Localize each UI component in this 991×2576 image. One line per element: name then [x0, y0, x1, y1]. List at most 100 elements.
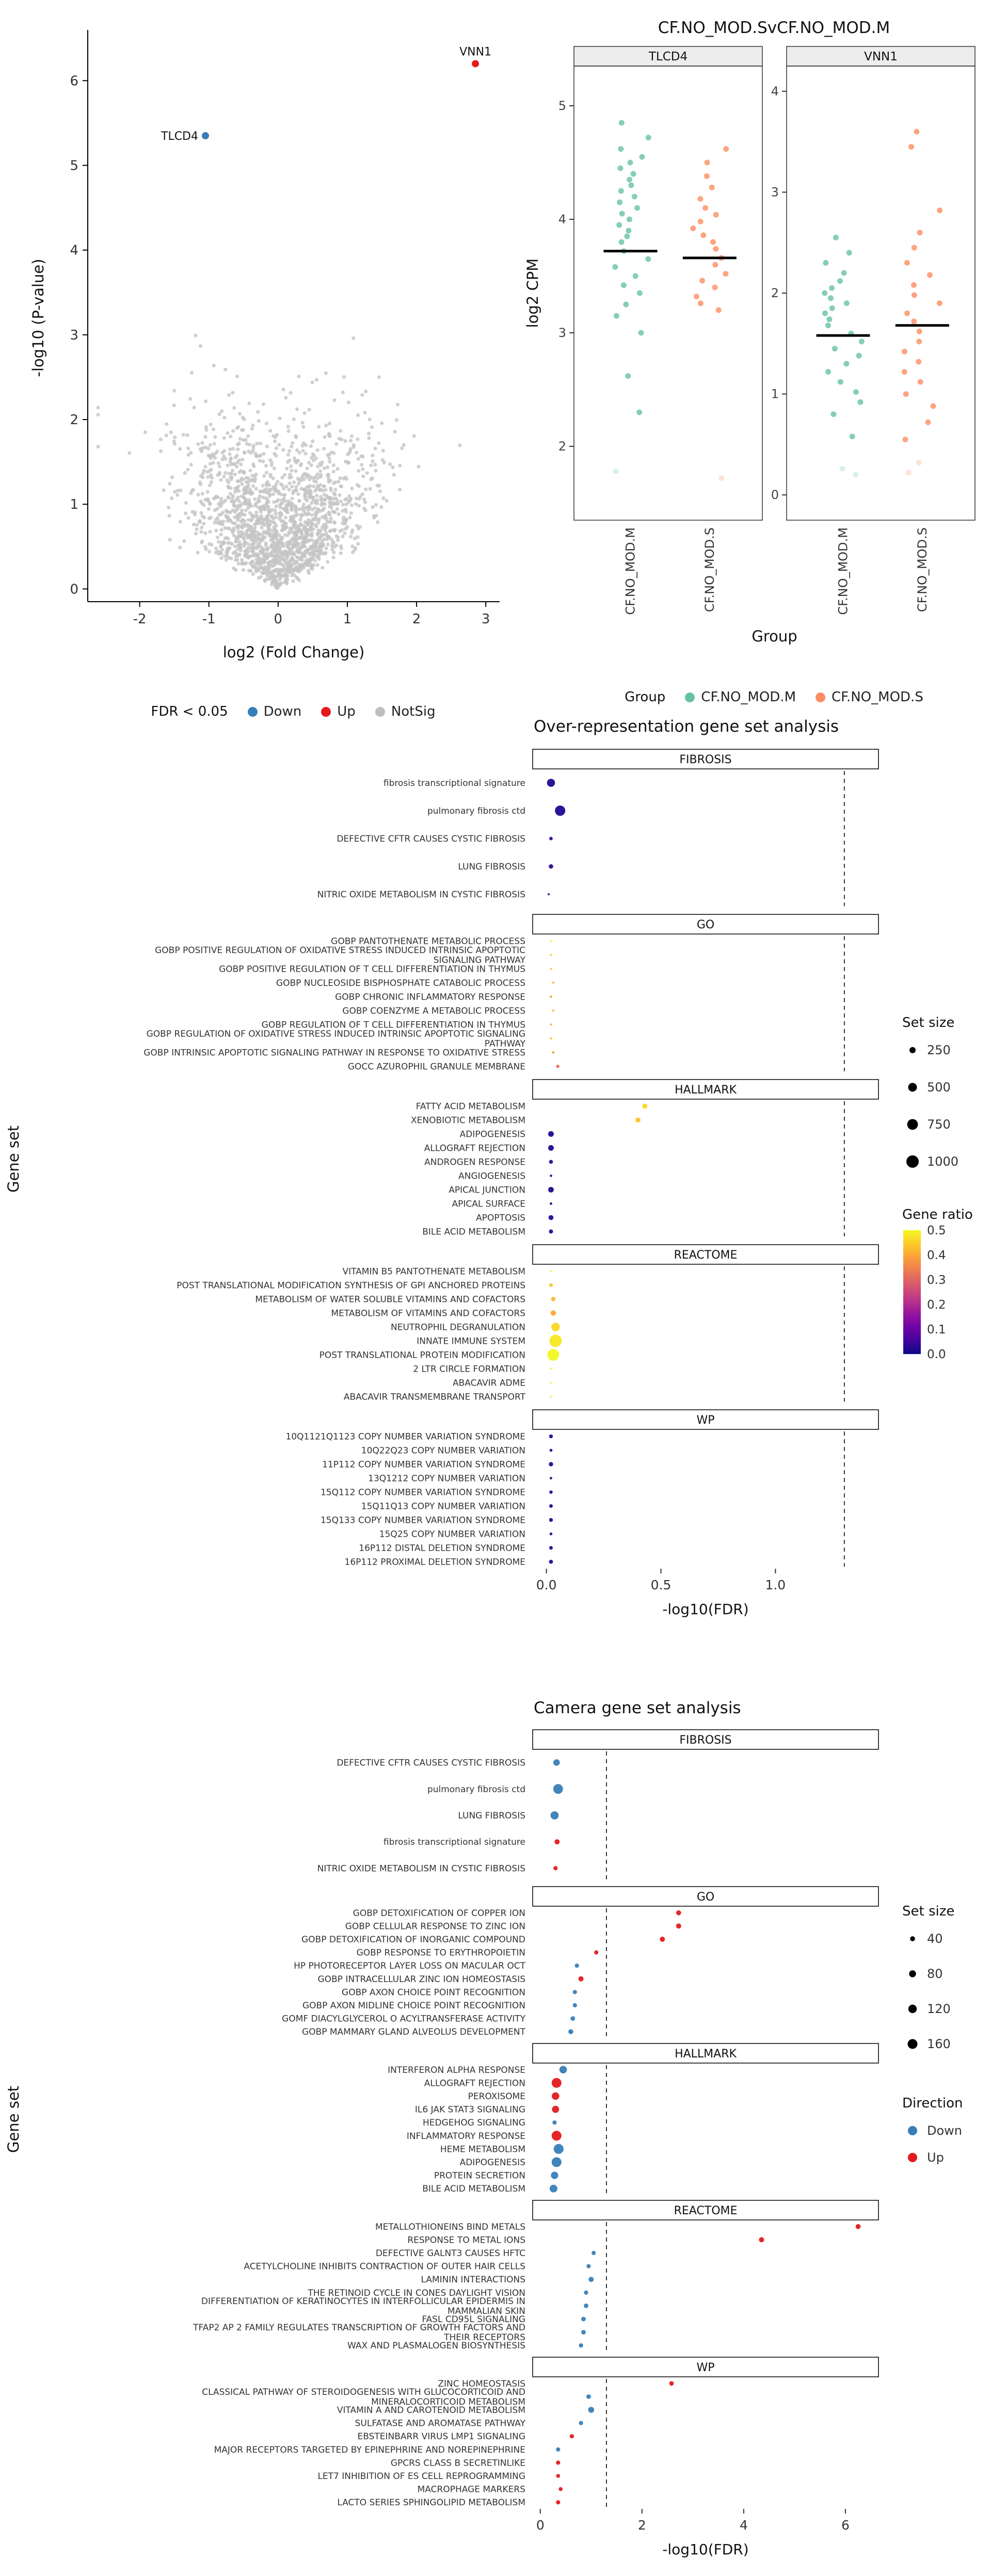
- gene-set-label: LET7 INHIBITION OF ES CELL REPROGRAMMING: [317, 2471, 525, 2482]
- gene-set-label: GOBP CHRONIC INFLAMMATORY RESPONSE: [335, 992, 525, 1003]
- x-tick-label: 2: [412, 611, 421, 627]
- y-tick-label: 4: [771, 84, 779, 99]
- gene-set-label: POST TRANSLATIONAL MODIFICATION SYNTHESI…: [177, 1281, 525, 1291]
- gene-set-dot: [660, 1937, 665, 1942]
- facet-strip-label: REACTOME: [674, 2204, 738, 2217]
- gene-set-dot: [551, 1297, 556, 1301]
- gene-set-dot: [552, 1051, 555, 1054]
- gene-set-dot: [552, 981, 555, 984]
- size-legend-label: 750: [927, 1117, 951, 1132]
- gene-set-dot: [547, 1349, 560, 1361]
- facet-strip: [532, 914, 879, 935]
- sample-point: [613, 313, 619, 319]
- gene-set-label: GOCC AZUROPHIL GRANULE MEMBRANE: [348, 1062, 525, 1072]
- sample-point: [830, 411, 837, 417]
- gene-set-label: RESPONSE TO METAL IONS: [407, 2235, 525, 2245]
- gene-set-dot: [550, 1174, 552, 1177]
- facet-strip-label: VNN1: [864, 50, 898, 63]
- sample-point: [908, 143, 914, 150]
- gene-set-label: GOBP AXON CHOICE POINT RECOGNITION: [342, 1987, 525, 1998]
- gene-set-label: fibrosis transcriptional signature: [383, 1837, 525, 1847]
- sample-point: [704, 159, 710, 166]
- gene-set-label: MAJOR RECEPTORS TARGETED BY EPINEPHRINE …: [214, 2445, 525, 2455]
- gene-set-label: EBSTEINBARR VIRUS LMP1 SIGNALING: [358, 2432, 525, 2442]
- sample-point: [911, 292, 917, 298]
- x-tick-label: 0: [536, 2518, 545, 2533]
- volcano-legend-title: FDR < 0.05: [151, 704, 228, 719]
- sample-point: [645, 135, 651, 141]
- sample-point: [619, 211, 625, 217]
- gene-set-dot: [556, 2447, 561, 2452]
- sample-point: [636, 409, 643, 415]
- sample-point: [712, 262, 718, 268]
- x-tick-label: 3: [482, 611, 490, 627]
- group-mean-bar: [682, 256, 737, 260]
- facet-strip-label: REACTOME: [674, 1249, 738, 1262]
- gene-set-label: GOBP REGULATION OF OXIDATIVE STRESS INDU…: [147, 1029, 526, 1049]
- gene-set-label: GOMF DIACYLGLYCEROL O ACYLTRANSFERASE AC…: [282, 2014, 525, 2024]
- sample-point: [829, 285, 835, 291]
- sample-point: [833, 234, 839, 240]
- sample-point: [904, 310, 910, 316]
- gene-set-label: XENOBIOTIC METABOLISM: [411, 1116, 525, 1126]
- gene-set-label: METABOLISM OF VITAMINS AND COFACTORS: [331, 1309, 525, 1319]
- strip-legend-title: Group: [625, 689, 666, 705]
- x-tick-label: 1: [343, 611, 352, 627]
- gene-set-dot: [550, 1202, 552, 1205]
- gene-set-label: 15Q25 COPY NUMBER VARIATION: [379, 1530, 525, 1540]
- gene-set-dot: [552, 1009, 555, 1012]
- sample-point: [916, 328, 922, 334]
- gene-set-dot: [572, 1990, 577, 1994]
- x-tick-label: 6: [841, 2518, 850, 2533]
- notsig-dot-icon: [375, 706, 385, 717]
- gene-set-dot: [552, 2105, 560, 2113]
- x-tick-label: CF.NO_MOD.S: [915, 527, 930, 612]
- size-legend-dot: [908, 1083, 917, 1092]
- gene-set-dot: [584, 2304, 588, 2308]
- x-tick-label: 0.5: [651, 1577, 672, 1592]
- sample-point: [697, 196, 704, 202]
- sample-point: [700, 232, 707, 238]
- gene-set-dot: [550, 1381, 552, 1384]
- sample-point: [857, 399, 864, 405]
- gene-set-dot: [553, 1784, 563, 1794]
- gene-set-label: ABACAVIR TRANSMEMBRANE TRANSPORT: [344, 1392, 526, 1403]
- gene-set-label: GOBP PANTOTHENATE METABOLIC PROCESS: [331, 937, 525, 947]
- gene-set-dot: [556, 2474, 561, 2478]
- direction-legend-dot-up: [908, 2153, 917, 2162]
- gene-set-label: GOBP COENZYME A METABOLIC PROCESS: [342, 1006, 525, 1017]
- facet-strip: [532, 1729, 879, 1750]
- sample-point: [841, 270, 847, 276]
- gene-set-dot: [569, 2434, 574, 2439]
- sample-point: [911, 245, 917, 251]
- sample-point: [832, 346, 838, 352]
- gene-set-dot: [549, 1448, 553, 1452]
- sample-point: [917, 230, 923, 236]
- x-tick-label: 1.0: [765, 1577, 786, 1592]
- gene-set-dot: [572, 2003, 577, 2008]
- gene-set-dot: [558, 2487, 563, 2491]
- sample-point: [825, 323, 831, 329]
- x-tick-label: 2: [638, 2518, 646, 2533]
- facet-strip-label: FIBROSIS: [679, 753, 731, 766]
- legend-label-group-m: CF.NO_MOD.M: [701, 689, 796, 705]
- sample-point: [623, 301, 629, 308]
- gene-set-label: APOPTOSIS: [476, 1213, 525, 1223]
- color-legend-title: Gene ratio: [902, 1207, 973, 1222]
- gene-set-label: GOBP POSITIVE REGULATION OF T CELL DIFFE…: [219, 964, 525, 975]
- gene-set-label: SULFATASE AND AROMATASE PATHWAY: [355, 2419, 526, 2429]
- facet-strip-label: GO: [697, 919, 714, 931]
- facet-strip-label: FIBROSIS: [679, 1734, 731, 1747]
- legend-label-group-s: CF.NO_MOD.S: [832, 689, 923, 705]
- sample-point: [914, 128, 920, 135]
- legend-label-notsig: NotSig: [391, 704, 436, 719]
- group-mean-bar: [816, 334, 870, 337]
- gene-set-label: GOBP MAMMARY GLAND ALVEOLUS DEVELOPMENT: [302, 2027, 526, 2037]
- y-tick-label: 5: [558, 99, 566, 113]
- ora-section-title: Over-representation gene set analysis: [534, 717, 839, 736]
- gene-set-label: 2 LTR CIRCLE FORMATION: [413, 1364, 525, 1375]
- colorbar-tick-label: 0.1: [927, 1323, 946, 1337]
- gene-set-label: POST TRANSLATIONAL PROTEIN MODIFICATION: [319, 1350, 525, 1361]
